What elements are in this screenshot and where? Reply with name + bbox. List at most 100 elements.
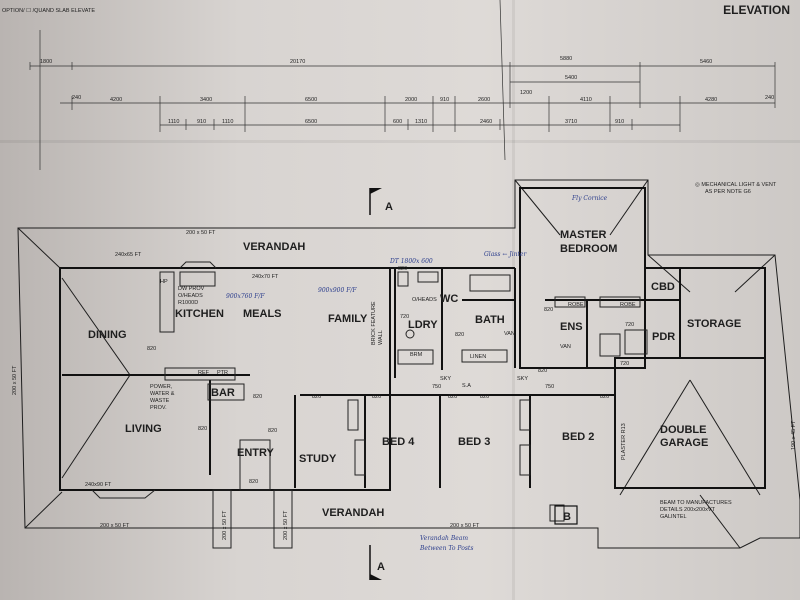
section-marker-bottom: A (369, 545, 385, 580)
hp-label: HP (160, 279, 168, 285)
door-820: 820 (398, 266, 407, 272)
room-ldry: LDRY (408, 319, 438, 331)
beam-bottom: 200 x 50 FT (100, 523, 130, 529)
section-marker-b: B (563, 511, 571, 523)
van-bath-label: VAN (504, 331, 515, 337)
dim-1110: 1110 (168, 119, 179, 125)
brm-label: BRM (410, 352, 423, 358)
beam-note-1: BEAM TO MANUFACTURES (660, 500, 732, 506)
door-750: 750 (545, 384, 554, 390)
room-living: LIVING (125, 423, 162, 435)
door-820: 820 (372, 394, 381, 400)
handwritten-note-6b: Between To Posts (419, 545, 473, 552)
svg-text:A: A (385, 201, 393, 213)
brick-wall-2: WALL (378, 330, 384, 345)
kitchen-note-2: O/HEADS (178, 293, 203, 299)
svg-text:A: A (377, 561, 385, 573)
section-marker-top: A (369, 188, 393, 215)
dim-600: 600 (393, 119, 402, 125)
plaster-note: PLASTER R13 (621, 423, 627, 460)
room-master-line1: MASTER (560, 229, 607, 241)
room-bed2: BED 2 (562, 431, 594, 443)
room-meals: MEALS (243, 308, 282, 320)
beam-note-3: GALINTEL (660, 514, 687, 520)
beam-bottom-right: 200 x 50 FT (450, 523, 480, 529)
sky-1: SKY (440, 376, 451, 382)
dim-4110: 4110 (580, 97, 592, 103)
room-bath: BATH (475, 314, 505, 326)
dim-2000: 2000 (405, 97, 417, 103)
van-label: VAN (560, 344, 571, 350)
beam-left: 240x65 FT (115, 252, 142, 258)
windows-and-posts (91, 261, 648, 549)
dim-910: 910 (197, 119, 206, 125)
power-note-1: POWER, (150, 384, 173, 390)
door-720: 720 (400, 314, 409, 320)
dim-240: 240 (72, 95, 81, 101)
kitchen-note-1: DW PROV (178, 286, 205, 292)
sky-2: SKY (517, 376, 528, 382)
dim-1200: 1200 (520, 90, 532, 96)
door-750: 750 (432, 384, 441, 390)
handwritten-note-6a: Verandah Beam (420, 535, 468, 542)
left-wall-note: 200 x 50 FT (12, 365, 18, 395)
elevation-title: ELEVATION (723, 3, 790, 17)
handwritten-note-3: Fly Cornice (571, 195, 608, 202)
brick-wall-1: BRICK FEATURE (371, 301, 377, 345)
room-bed3: BED 3 (458, 436, 490, 448)
handwritten-note-1: DT 1800x 600 (389, 258, 433, 265)
door-720: 720 (620, 361, 629, 367)
paper-fold (0, 140, 800, 143)
room-verandah-top: VERANDAH (243, 241, 305, 253)
walls (59, 187, 766, 491)
room-storage: STORAGE (687, 318, 741, 330)
power-note-3: WASTE (150, 398, 170, 404)
beam-note-2: DETAILS 200x200xVT (660, 507, 716, 513)
corner-note: OPTION/ ☐ /QUAND SLAB ELEVATE (2, 7, 95, 14)
dim-5880: 5880 (560, 56, 572, 62)
handwritten-note-5: 900x900 F/F (318, 287, 357, 294)
dim-6500: 6500 (305, 97, 317, 103)
dim-4280: 4280 (705, 97, 717, 103)
door-820: 820 (312, 394, 321, 400)
room-garage-line1: DOUBLE (660, 424, 706, 436)
room-wc: WC (440, 293, 458, 305)
room-kitchen: KITCHEN (175, 308, 224, 320)
beam-top: 200 x 50 FT (186, 230, 216, 236)
dim-3710: 3710 (565, 119, 577, 125)
room-family: FAMILY (328, 313, 368, 325)
post-left: 200 x 50 FT (222, 510, 228, 540)
dim-1800: 1800 (40, 59, 52, 65)
room-ens: ENS (560, 321, 583, 333)
oheads-label: O/HEADS (412, 297, 437, 303)
room-verandah-bottom: VERANDAH (322, 507, 384, 519)
room-bar: BAR (211, 387, 235, 399)
room-study: STUDY (299, 453, 337, 465)
dim-5460: 5460 (700, 59, 712, 65)
door-820: 820 (253, 394, 262, 400)
roof-outline (17, 179, 800, 549)
room-cbd: CBD (651, 281, 675, 293)
mech-note-1: ◎ MECHANICAL LIGHT & VENT (695, 182, 777, 188)
dimension-lines (29, 0, 776, 170)
handwritten-note-2: Glass ← Jinter (484, 251, 527, 258)
door-820: 820 (268, 428, 277, 434)
door-820: 820 (448, 394, 457, 400)
room-master-line2: BEDROOM (560, 243, 617, 255)
door-820: 820 (600, 394, 609, 400)
room-entry: ENTRY (237, 447, 275, 459)
ref-label: REF (198, 370, 210, 376)
door-820: 820 (480, 394, 489, 400)
room-pdr: PDR (652, 331, 675, 343)
post-right: 200 x 50 FT (283, 510, 289, 540)
door-720: 720 (625, 322, 634, 328)
dim-910: 910 (615, 119, 624, 125)
dim-1110: 1110 (222, 119, 233, 125)
dim-240-right: 240 (765, 95, 774, 101)
door-820: 820 (455, 332, 464, 338)
room-garage-line2: GARAGE (660, 437, 708, 449)
power-note-4: PROV. (150, 405, 167, 411)
robe-master-1: ROBE (568, 302, 584, 308)
